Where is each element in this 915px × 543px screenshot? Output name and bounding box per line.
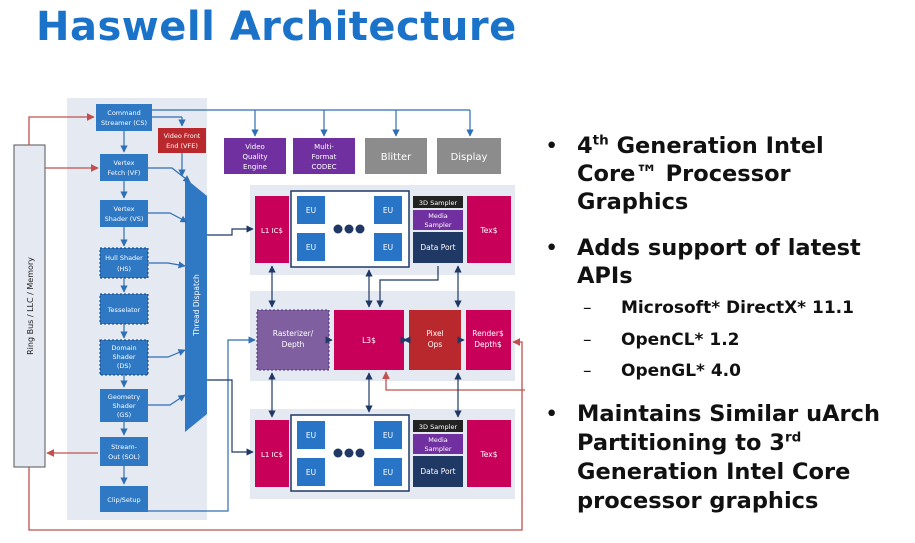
svg-text:3D Sampler: 3D Sampler <box>419 423 458 431</box>
svg-text:Hull Shader(HS): Hull Shader(HS) <box>105 254 143 273</box>
thread-dispatch-label: Thread Dispatch <box>192 274 201 337</box>
thread-dispatch-shape <box>185 178 207 432</box>
svg-text:EU: EU <box>306 243 316 252</box>
svg-text:EU: EU <box>383 243 393 252</box>
svg-text:L1 IC$: L1 IC$ <box>261 227 283 235</box>
svg-text:Tesselator: Tesselator <box>107 306 141 314</box>
blitter-box: Blitter <box>365 138 427 174</box>
clip-setup-box: Clip/Setup <box>100 486 148 512</box>
bullet-dot: • <box>545 401 559 427</box>
slice-common-arrows <box>268 265 465 418</box>
hull-shader-box: Hull Shader(HS) <box>99 247 149 279</box>
svg-text:Clip/Setup: Clip/Setup <box>107 496 140 504</box>
pipeline-arrows <box>120 116 256 512</box>
bullet-dot: • <box>545 133 559 159</box>
svg-text:Data Port: Data Port <box>420 243 455 252</box>
svg-text:Render$Depth$: Render$Depth$ <box>472 329 504 349</box>
svg-text:EU: EU <box>306 206 316 215</box>
svg-text:Display: Display <box>451 152 488 163</box>
svg-text:EU: EU <box>383 468 393 477</box>
svg-text:Tex$: Tex$ <box>480 226 498 235</box>
dispatch-arrows <box>207 225 254 456</box>
svg-text:Rasterizer/Depth: Rasterizer/Depth <box>273 329 314 349</box>
svg-text:L3$: L3$ <box>362 336 376 345</box>
ring-bus-arrows <box>28 113 525 531</box>
svg-text:Stream-Out (SOL): Stream-Out (SOL) <box>108 443 140 461</box>
svg-text:Tex$: Tex$ <box>480 450 498 459</box>
ring-bus-box <box>13 144 46 468</box>
svg-text:L1 IC$: L1 IC$ <box>261 451 283 459</box>
svg-text:Blitter: Blitter <box>381 152 412 163</box>
display-box: Display <box>437 138 501 174</box>
media-arrows <box>152 109 474 137</box>
svg-text:EU: EU <box>383 206 393 215</box>
svg-text:EU: EU <box>306 468 316 477</box>
architecture-diagram: Ring Bus / LLC / Memory Thread Dispatch … <box>13 98 525 531</box>
ring-bus-label: Ring Bus / LLC / Memory <box>26 257 35 355</box>
svg-text:EU: EU <box>383 431 393 440</box>
svg-text:Data Port: Data Port <box>420 467 455 476</box>
tessellator-box: Tesselator <box>99 293 149 325</box>
page-title: Haswell Architecture <box>36 4 517 50</box>
bullet-dot: • <box>545 235 559 261</box>
stream-out-box: Stream-Out (SOL) <box>100 437 148 466</box>
svg-text:EU: EU <box>306 431 316 440</box>
svg-text:3D Sampler: 3D Sampler <box>419 199 458 207</box>
